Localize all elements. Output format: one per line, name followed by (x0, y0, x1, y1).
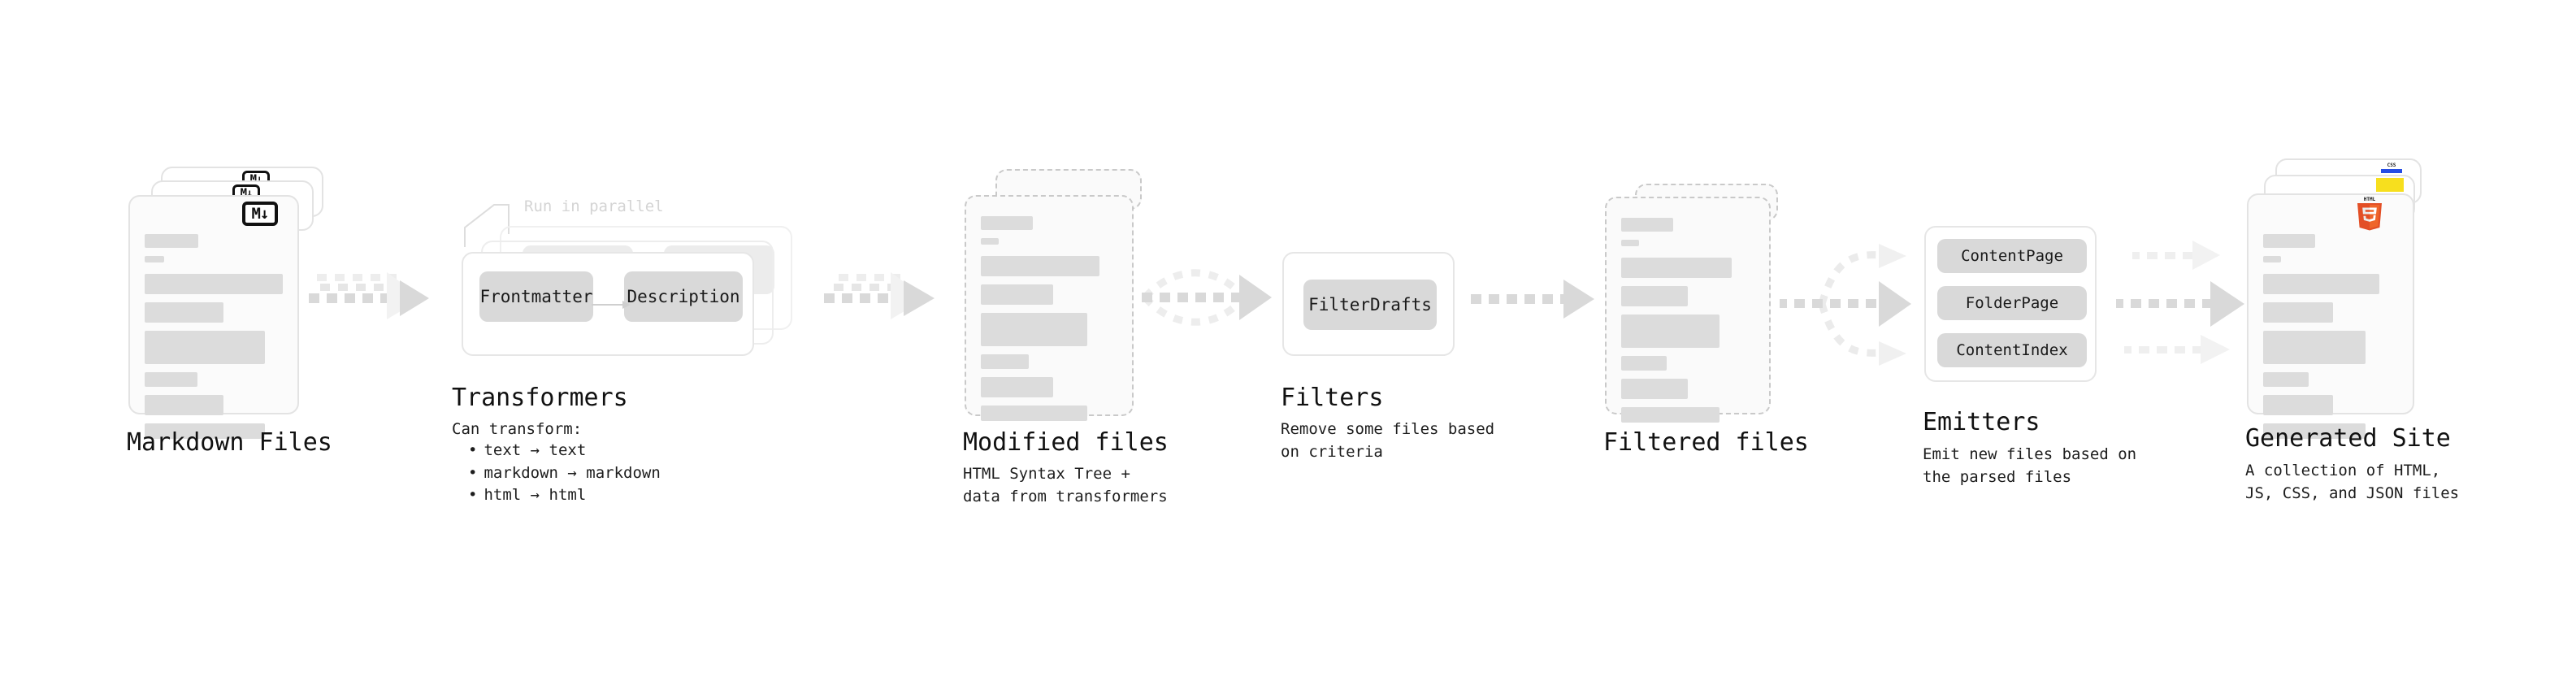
doc-bar (981, 354, 1029, 369)
transformers-bullet-item: html → html (460, 484, 661, 507)
markdown-doc-body (145, 234, 283, 447)
doc-bar (1621, 356, 1667, 371)
doc-bar (2263, 395, 2334, 415)
stage-title-markdown-files: Markdown Files (127, 428, 332, 457)
emitter-pill-contentindex[interactable]: ContentIndex (1937, 333, 2087, 367)
connector-modified-to-filters (1142, 269, 1272, 326)
connector-markdown-to-transformers (309, 272, 429, 319)
run-in-parallel-bracket-icon (464, 204, 510, 247)
doc-bar (2263, 372, 2309, 387)
transformer-pill-frontmatter[interactable]: Frontmatter (479, 271, 593, 322)
doc-bar (145, 372, 197, 387)
generated-site-subtitle: A collection of HTML, JS, CSS, and JSON … (2245, 462, 2460, 502)
doc-bar (1621, 218, 1673, 232)
doc-bar (2263, 331, 2366, 364)
doc-bar (145, 234, 198, 248)
filtered-file-card-front (1605, 197, 1771, 423)
generated-site-doc-body (2263, 234, 2398, 447)
doc-bar (2263, 423, 2366, 439)
doc-bar (145, 395, 223, 415)
modified-doc-body (981, 216, 1117, 429)
js-badge-icon (2376, 178, 2404, 192)
emitter-pill-contentpage[interactable]: ContentPage (1937, 239, 2087, 273)
emitters-card: ContentPage FolderPage ContentIndex (1924, 226, 2097, 382)
doc-bar (145, 256, 164, 262)
filters-subtitle: Remove some files based on criteria (1281, 420, 1495, 461)
doc-bar (1621, 286, 1688, 306)
doc-bar (2263, 274, 2379, 294)
doc-bar (1621, 258, 1733, 278)
doc-bar (145, 423, 265, 439)
connector-emitters-to-site (2116, 241, 2244, 364)
doc-bar (981, 406, 1088, 421)
html5-badge-icon: HTML (2357, 197, 2382, 231)
stage-title-modified-files: Modified files (963, 428, 1169, 457)
stage-title-filters: Filters (1281, 384, 1384, 412)
markdown-badge-front: M↓ (242, 202, 278, 226)
run-in-parallel-note: Run in parallel (524, 197, 664, 215)
doc-bar (981, 377, 1054, 397)
doc-bar (145, 302, 223, 323)
doc-bar (981, 256, 1100, 276)
css-badge-icon: CSS (2381, 163, 2402, 173)
modified-files-subtitle: HTML Syntax Tree + data from transformer… (963, 465, 1168, 505)
transformers-bullet-item: markdown → markdown (460, 462, 660, 485)
doc-bar (1621, 240, 1639, 246)
stage-title-emitters: Emitters (1923, 408, 2040, 436)
markdown-file-card-front (128, 195, 299, 439)
css-badge-label: CSS (2381, 163, 2402, 169)
modified-file-card-front (965, 195, 1134, 421)
stage-title-filtered-files: Filtered files (1603, 428, 1809, 457)
emitter-pill-folderpage[interactable]: FolderPage (1937, 286, 2087, 320)
doc-bar (145, 274, 283, 294)
doc-bar (1621, 379, 1688, 399)
doc-bar (2263, 256, 2281, 262)
doc-bar (1621, 407, 1720, 423)
filters-card: FilterDrafts (1282, 252, 1455, 356)
transformer-pill-description[interactable]: Description (624, 271, 743, 322)
connector-filters-to-filtered (1471, 280, 1594, 319)
filter-pill-filterdrafts[interactable]: FilterDrafts (1303, 280, 1437, 330)
connector-filtered-to-emitters (1780, 244, 1911, 366)
doc-bar (981, 284, 1054, 305)
transformers-bullet-item: text → text (460, 440, 661, 462)
doc-bar (981, 238, 999, 245)
doc-bar (145, 331, 265, 364)
stage-title-transformers: Transformers (452, 384, 628, 412)
doc-bar (2263, 302, 2334, 323)
connector-transformers-to-modified (824, 272, 935, 319)
transformer-arrow-icon (592, 301, 631, 309)
doc-bar (981, 313, 1088, 346)
generated-site-card-front (2247, 193, 2414, 439)
doc-bar (981, 216, 1033, 230)
stage-title-generated-site: Generated Site (2245, 424, 2451, 453)
transformers-bullet-list: text → text markdown → markdown html → h… (460, 440, 661, 507)
transformers-subtitle: Can transform: (452, 420, 583, 438)
doc-bar (2263, 234, 2315, 248)
emitters-subtitle: Emit new files based on the parsed files (1923, 445, 2137, 486)
filtered-doc-body (1621, 218, 1754, 431)
doc-bar (1621, 314, 1720, 348)
svg-text:HTML: HTML (2364, 197, 2376, 202)
